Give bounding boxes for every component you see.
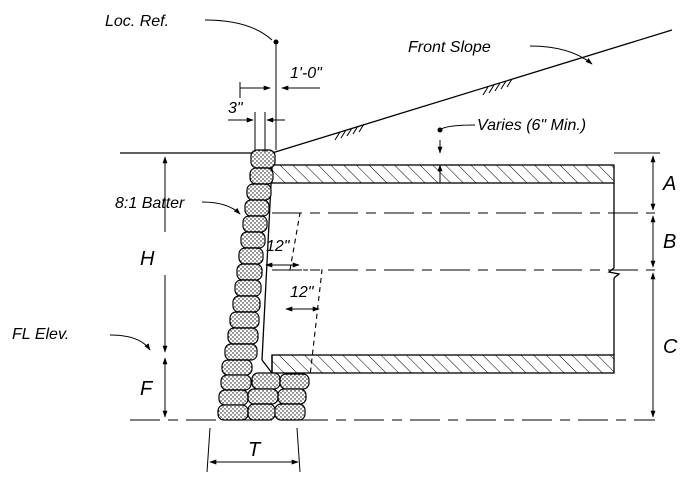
rock-wall: [217, 149, 310, 421]
fl-elev-label: FL Elev.: [12, 326, 69, 343]
t-dimension: T: [206, 427, 301, 473]
c-label: C: [663, 336, 678, 358]
pipe-bottom-wall: [271, 354, 615, 374]
front-slope-callout: Front Slope: [408, 39, 593, 65]
footing-steps: [272, 212, 323, 377]
twelve-inch-label-upper: 12": [266, 238, 291, 255]
fl-elev-callout: FL Elev.: [12, 326, 151, 351]
f-dimension: F: [140, 357, 168, 418]
front-slope-label: Front Slope: [408, 39, 491, 56]
twelve-inch-dimension-lower: 12": [285, 284, 320, 312]
three-inch-dimension: 3": [228, 100, 285, 152]
three-inch-label: 3": [228, 100, 244, 117]
right-dimensions: A B C: [614, 152, 678, 418]
one-foot-dimension: 1'-0": [239, 65, 323, 98]
h-label: H: [140, 248, 155, 270]
batter-callout: 8:1 Batter: [115, 195, 241, 215]
batter-label: 8:1 Batter: [115, 195, 185, 212]
varies-callout: Varies (6" Min.): [437, 117, 586, 183]
twelve-inch-dimension-upper: 12": [265, 238, 300, 268]
a-label: A: [662, 173, 676, 195]
twelve-inch-label-lower: 12": [290, 284, 315, 301]
loc-ref-label: Loc. Ref.: [105, 13, 169, 30]
t-label: T: [248, 439, 262, 461]
pipe-top-wall: [271, 164, 615, 184]
b-label: B: [663, 231, 676, 253]
varies-label: Varies (6" Min.): [477, 117, 586, 134]
h-dimension: H: [140, 156, 168, 353]
one-foot-label: 1'-0": [290, 65, 323, 82]
loc-ref-callout: Loc. Ref.: [105, 13, 279, 150]
front-slope-line: [120, 29, 673, 154]
f-label: F: [140, 378, 154, 400]
